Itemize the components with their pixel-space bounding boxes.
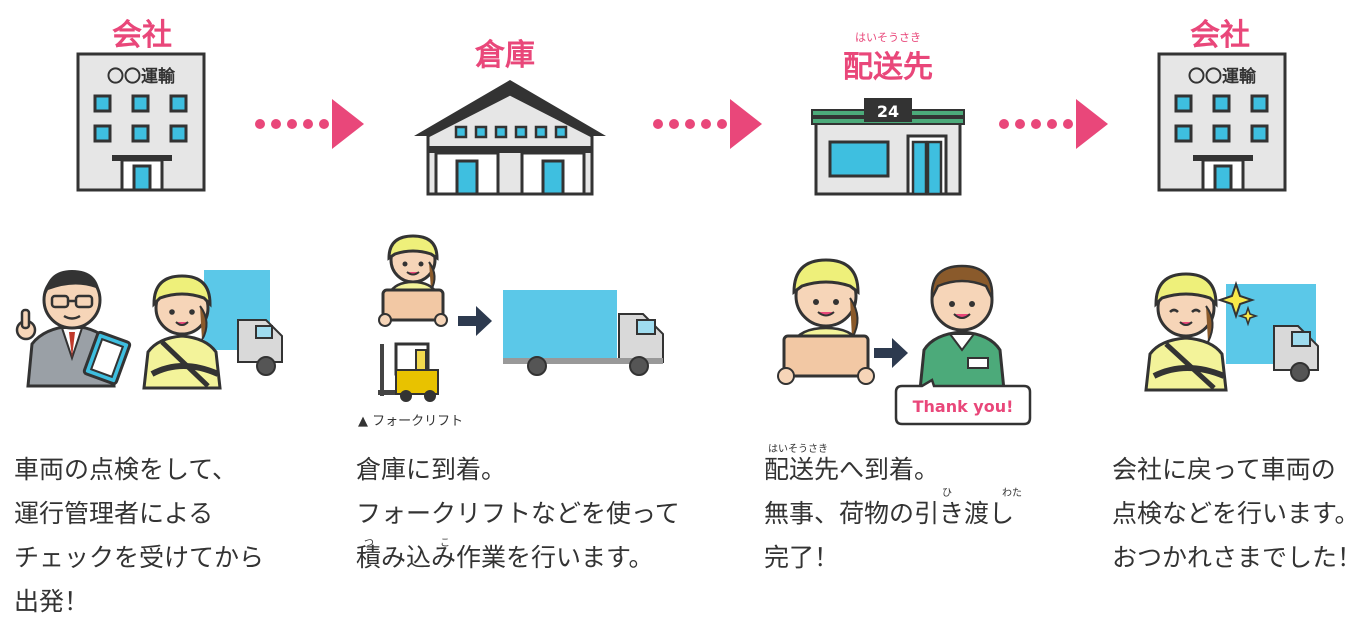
- sparkle-icon: [1216, 280, 1256, 320]
- office-building-icon: 〇〇運輸: [1157, 52, 1287, 192]
- ruby-ko: こ: [440, 538, 450, 549]
- ruby-haisousaki: はいそうさき: [768, 444, 828, 455]
- ruby-wata: わた: [1002, 488, 1022, 499]
- right-arrow-icon: [874, 338, 908, 368]
- truck-icon: [503, 290, 664, 376]
- worker-carrying-box-icon: [378, 234, 448, 327]
- truck-driver-icon: [1144, 272, 1319, 392]
- flow-arrow-icon: [653, 99, 762, 149]
- description-line: フォークリフトなどを使って: [356, 499, 680, 528]
- description-line: 運行管理者による: [14, 499, 214, 528]
- ruby-hi: ひ: [942, 488, 952, 499]
- description-line: 完了！: [764, 543, 840, 572]
- description-line: 配送先へ到着。: [764, 455, 940, 484]
- store-clerk-icon: [918, 264, 1006, 392]
- speech-bubble-text: Thank you!: [913, 397, 1014, 416]
- worker-carrying-box-icon: [777, 258, 875, 385]
- flow-arrow-icon: [255, 99, 364, 149]
- truck-driver-icon: [142, 270, 283, 390]
- store-sign: 24: [877, 102, 899, 121]
- step-1-description: 車両の点検をして、 運行管理者による チェックを受けてから 出発！: [14, 448, 264, 624]
- step-4-description: 会社に戻って車両の 点検などを行います。 おつかれさまでした！: [1112, 448, 1362, 580]
- description-line: 車両の点検をして、: [14, 455, 238, 484]
- flow-arrow-icon: [999, 99, 1108, 149]
- forklift-label: ▲ フォークリフト: [358, 414, 464, 429]
- step-3-description: 配送先へ到着。 無事、荷物の引き渡し 完了！: [764, 448, 1014, 580]
- right-arrow-icon: [458, 306, 492, 336]
- description-line: 会社に戻って車両の: [1112, 455, 1336, 484]
- step-3-title: 配送先: [843, 50, 933, 85]
- step-2-title: 倉庫: [475, 38, 535, 73]
- building-sign: 〇〇運輸: [107, 66, 176, 87]
- description-line: 積み込み作業を行います。: [356, 543, 654, 572]
- step-2-description: 倉庫に到着。 フォークリフトなどを使って 積み込み作業を行います。: [356, 448, 680, 580]
- step-1-title: 会社: [112, 18, 172, 53]
- convenience-store-icon: 24: [811, 98, 965, 196]
- description-line: 無事、荷物の引き渡し: [764, 499, 1015, 528]
- speech-bubble: Thank you!: [894, 378, 1032, 426]
- building-sign: 〇〇運輸: [1188, 66, 1257, 87]
- description-line: 点検などを行います。: [1112, 499, 1360, 528]
- ruby-tsu: つ: [364, 538, 374, 549]
- warehouse-icon: [414, 80, 606, 196]
- description-line: 出発！: [14, 587, 90, 616]
- step-3-title-ruby: はいそうさき: [855, 31, 921, 44]
- forklift-icon: [378, 342, 439, 402]
- description-line: おつかれさまでした！: [1112, 543, 1363, 572]
- office-building-icon: 〇〇運輸: [76, 52, 206, 192]
- manager-checking-icon: [15, 270, 132, 388]
- sparkle-icon: [1237, 305, 1259, 327]
- step-4-title: 会社: [1190, 18, 1250, 53]
- description-line: 倉庫に到着。: [356, 455, 507, 484]
- description-line: チェックを受けてから: [14, 543, 265, 572]
